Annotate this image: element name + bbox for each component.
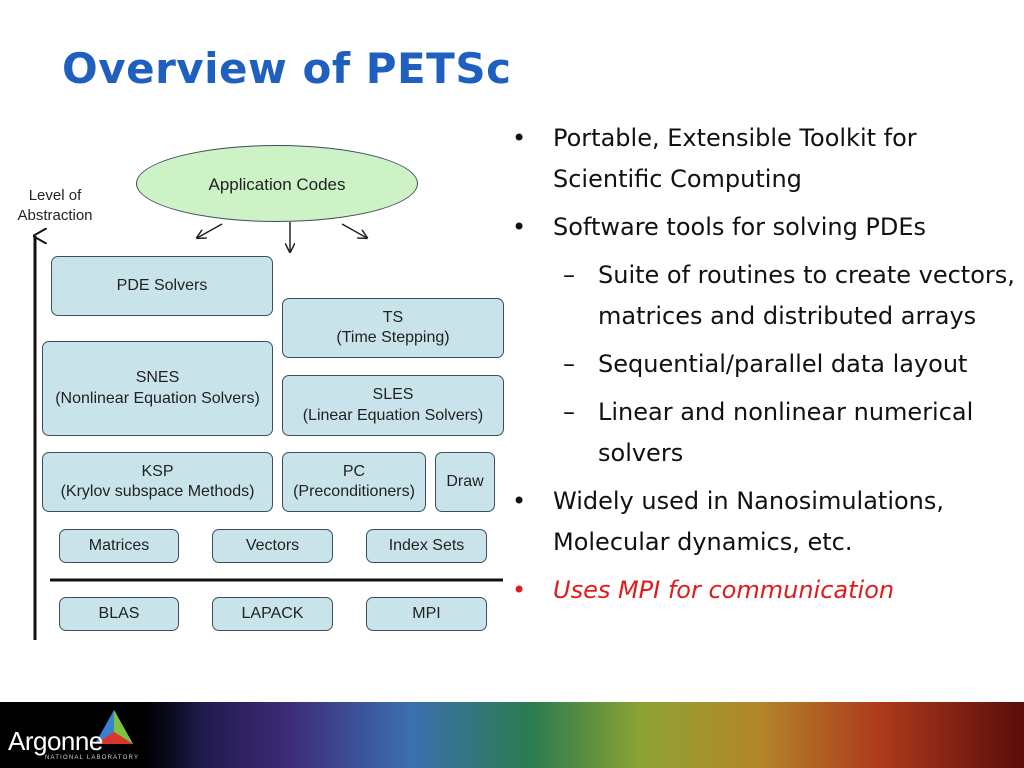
pde-solvers-label: PDE Solvers [116, 276, 208, 294]
index-sets-box: Index Sets [366, 529, 487, 563]
application-codes-node: Application Codes [136, 145, 418, 222]
bullet-mark: • [512, 213, 527, 241]
bullet-mark: • [512, 124, 527, 152]
sub-bullet-mark: – [563, 398, 575, 426]
axis-label-line1: Level of [28, 187, 82, 204]
snes-title: SNES [135, 369, 180, 387]
vectors-box: Vectors [212, 529, 333, 563]
pde-solvers-box: PDE Solvers [51, 256, 273, 316]
sub-bullet-text: Suite of routines to create vectors, mat… [598, 261, 1015, 330]
pc-title: PC [342, 462, 366, 480]
bullet-text: Software tools for solving PDEs [553, 213, 927, 241]
ksp-box: KSP (Krylov subspace Methods) [42, 452, 273, 512]
sles-box: SLES (Linear Equation Solvers) [282, 375, 504, 436]
blas-label: BLAS [98, 604, 140, 622]
ts-box: TS (Time Stepping) [282, 298, 504, 358]
sub-bullet-item: – Suite of routines to create vectors, m… [508, 255, 1018, 337]
argonne-logo-subtext: NATIONAL LABORATORY [45, 755, 140, 761]
ksp-subtitle: (Krylov subspace Methods) [60, 483, 255, 500]
ksp-title: KSP [141, 462, 174, 480]
page-title: Overview of PETSc [62, 44, 512, 93]
sub-bullet-item: – Linear and nonlinear numerical solvers [508, 392, 1018, 474]
bullet-mark: • [512, 576, 527, 604]
bullet-item: • Widely used in Nanosimulations, Molecu… [508, 481, 1018, 563]
index-sets-label: Index Sets [388, 536, 465, 554]
sub-bullet-item: – Sequential/parallel data layout [508, 344, 1018, 385]
footer-banner: Argonne NATIONAL LABORATORY [0, 702, 1024, 768]
bullet-item: • Software tools for solving PDEs [508, 207, 1018, 248]
arrow-left [197, 223, 223, 238]
draw-box: Draw [435, 452, 495, 512]
sles-title: SLES [372, 386, 414, 404]
vectors-label: Vectors [245, 536, 300, 554]
ts-subtitle: (Time Stepping) [336, 329, 450, 346]
arrow-right [341, 223, 367, 238]
snes-box: SNES (Nonlinear Equation Solvers) [42, 341, 273, 436]
blas-box: BLAS [59, 597, 179, 631]
lapack-label: LAPACK [241, 604, 304, 622]
bullet-item: • Portable, Extensible Toolkit for Scien… [508, 118, 1018, 200]
lapack-box: LAPACK [212, 597, 333, 631]
sles-subtitle: (Linear Equation Solvers) [302, 406, 484, 424]
mpi-label: MPI [412, 604, 441, 622]
bullet-mark: • [512, 487, 527, 515]
ts-title: TS [382, 308, 404, 326]
snes-subtitle: (Nonlinear Equation Solvers) [55, 389, 260, 407]
draw-label: Draw [446, 472, 484, 490]
bullet-text: Widely used in Nanosimulations, Molecula… [553, 487, 945, 556]
mpi-box: MPI [366, 597, 487, 631]
argonne-logo-icon [95, 710, 133, 744]
pc-subtitle: (Preconditioners) [293, 483, 415, 500]
sub-bullet-text: Sequential/parallel data layout [598, 350, 968, 378]
matrices-box: Matrices [59, 529, 179, 563]
axis-label-line2: Abstraction [17, 207, 93, 225]
bullet-text: Uses MPI for communication [553, 576, 895, 604]
pc-box: PC (Preconditioners) [282, 452, 426, 512]
bullet-list: • Portable, Extensible Toolkit for Scien… [508, 118, 1018, 618]
bullet-item-highlight: • Uses MPI for communication [508, 570, 1018, 611]
sub-bullet-mark: – [563, 350, 575, 378]
matrices-label: Matrices [88, 536, 150, 554]
sub-bullet-text: Linear and nonlinear numerical solvers [598, 398, 974, 467]
bullet-text: Portable, Extensible Toolkit for Scienti… [553, 124, 917, 193]
argonne-logo-text: Argonne [8, 726, 103, 756]
level-of-abstraction-label: Level of Abstraction [2, 186, 108, 227]
sub-bullet-mark: – [563, 261, 575, 289]
